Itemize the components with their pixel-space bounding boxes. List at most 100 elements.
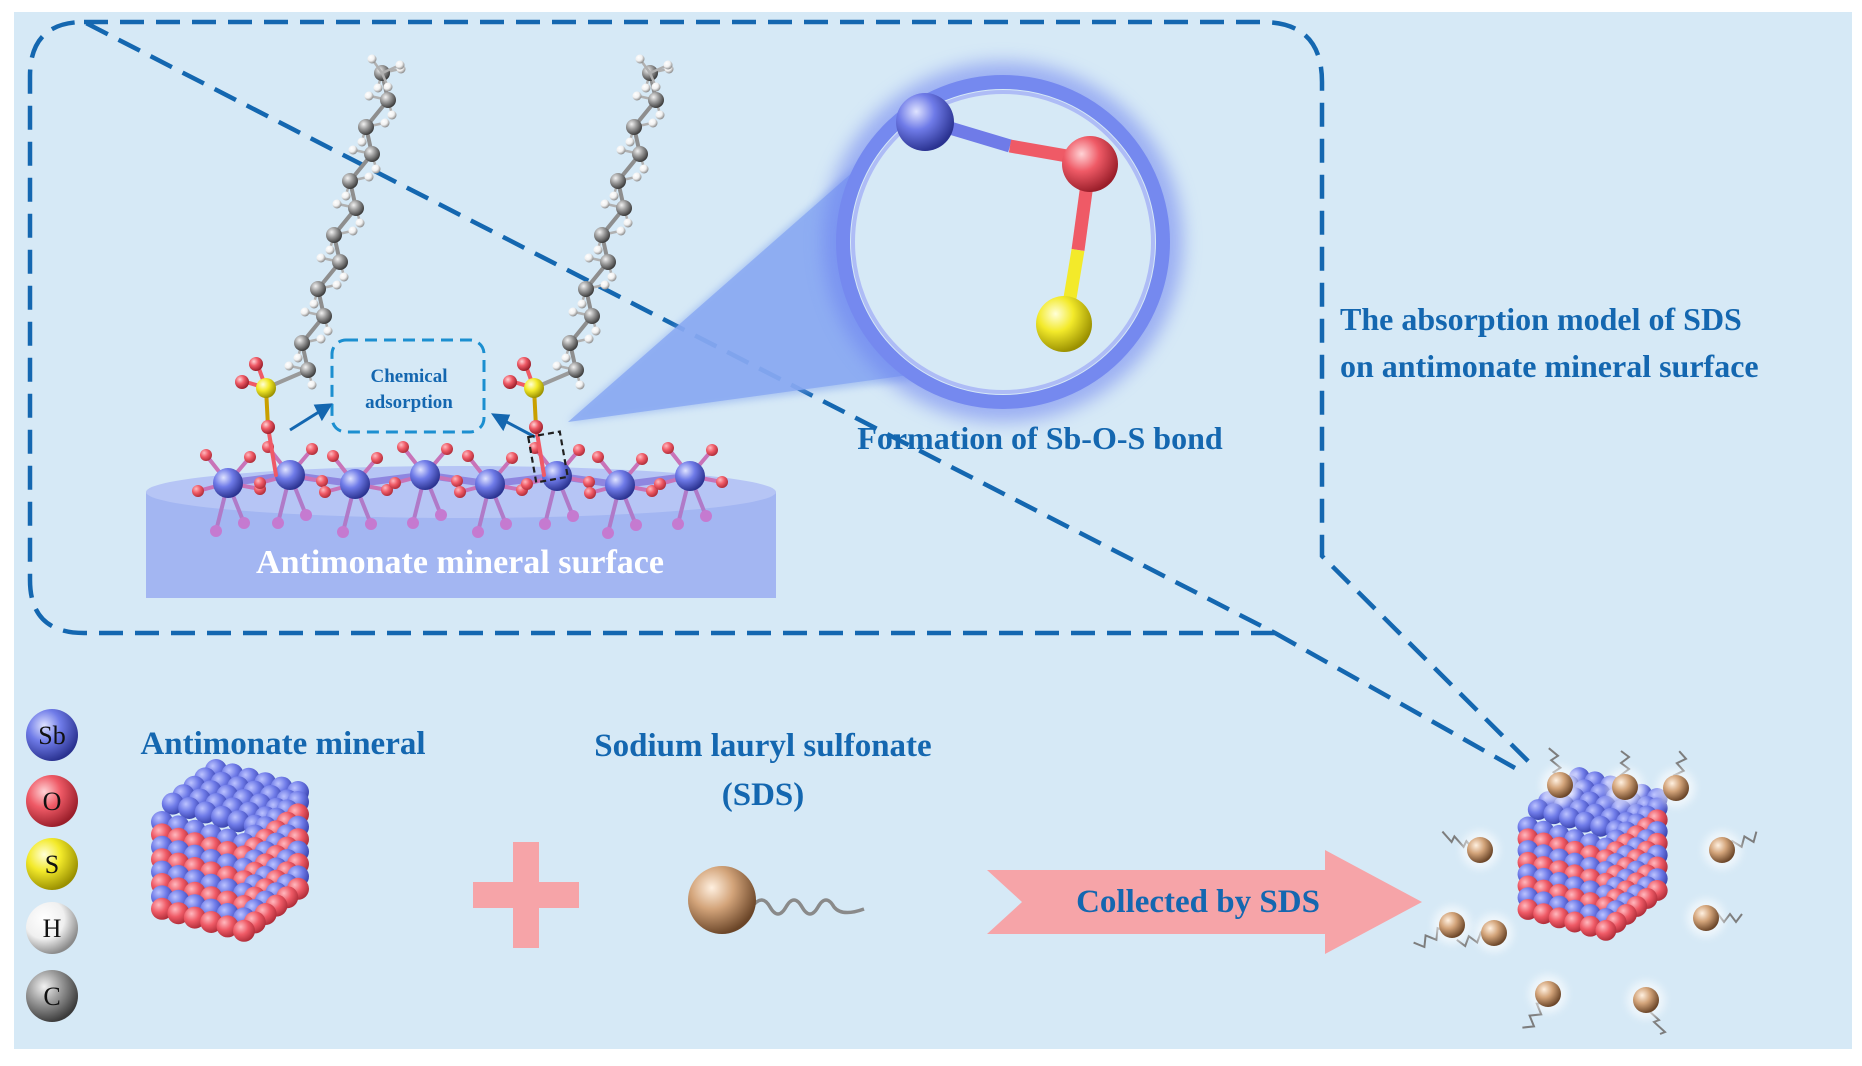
h-atom	[323, 326, 333, 336]
h-atom	[635, 54, 645, 64]
surface-o-atom	[506, 452, 518, 464]
c-atom	[316, 308, 332, 324]
head-s-atom	[524, 378, 544, 398]
zoom-sb-atom	[896, 93, 954, 151]
sds-molecule-left	[235, 54, 406, 477]
c-atom	[332, 254, 348, 270]
c-atom	[616, 200, 632, 216]
h-atom	[348, 226, 358, 236]
element-legend: SbO SHC	[26, 709, 78, 1022]
collector-head	[1693, 905, 1719, 931]
bond	[534, 425, 546, 477]
surface-o-atom	[521, 478, 533, 490]
surface-sb-atom	[275, 460, 305, 490]
bond-selection-box	[526, 430, 570, 484]
h-atom	[284, 361, 294, 371]
surface-o-atom	[441, 443, 453, 455]
surface-o-atom	[500, 518, 512, 530]
surface-o-atom	[646, 485, 658, 497]
h-atom	[600, 199, 610, 209]
h-atom	[600, 280, 610, 290]
collector-head	[1535, 981, 1561, 1007]
surface-o-atom	[700, 510, 712, 522]
legend-item-h: H	[26, 902, 78, 954]
h-atom	[355, 218, 365, 228]
reagent-label-line1: Sodium lauryl sulfonate	[594, 728, 931, 764]
sb-o-s-bond-zoom	[896, 93, 1118, 352]
h-atom	[387, 110, 397, 120]
h-atom	[616, 145, 626, 155]
c-atom	[300, 362, 316, 378]
h-atom	[609, 191, 619, 201]
surface-o-atom	[706, 444, 718, 456]
surface-o-atom	[327, 450, 339, 462]
h-atom	[663, 60, 673, 70]
collector-head	[1612, 774, 1638, 800]
antimonate-mineral-cube	[151, 759, 309, 942]
legend-item-c: C	[26, 970, 78, 1022]
h-atom	[584, 334, 594, 344]
h-atom	[373, 83, 383, 93]
c-atom	[594, 227, 610, 243]
chemical-adsorption-box	[330, 338, 486, 434]
legend-item-s: S	[26, 838, 78, 890]
legend-symbol-s: S	[45, 850, 59, 879]
legend-swatch-h	[26, 902, 78, 954]
legend-swatch-s	[26, 838, 78, 890]
h-atom	[639, 164, 649, 174]
c-atom	[578, 281, 594, 297]
collector-head	[1467, 837, 1493, 863]
arrow-label: Collected by SDS	[1076, 884, 1320, 920]
c-atom	[648, 92, 664, 108]
surface-o-atom	[573, 444, 585, 456]
surface-sb-atom	[605, 470, 635, 500]
legend-item-o: O	[26, 775, 78, 827]
surface-o-atom	[316, 475, 328, 487]
surface-o-atom	[636, 453, 648, 465]
h-atom	[383, 82, 393, 92]
sds-molecule-right	[503, 54, 674, 477]
legend-item-sb: Sb	[26, 709, 78, 761]
cube-o-atom	[1595, 919, 1617, 941]
chemical-adsorption-label-line2: adsorption	[365, 392, 453, 413]
h-atom	[364, 91, 374, 101]
h-atom	[332, 280, 342, 290]
h-atom	[568, 307, 578, 317]
surface-lattice	[192, 441, 728, 539]
bond	[266, 425, 278, 477]
surface-o-atom	[381, 484, 393, 496]
surface-o-atom	[539, 518, 551, 530]
plus-sign	[473, 842, 579, 948]
sds-symbol	[688, 866, 865, 934]
surface-o-atom	[397, 441, 409, 453]
head-s-atom	[256, 378, 276, 398]
surface-sb-atom	[675, 461, 705, 491]
c-atom	[562, 335, 578, 351]
h-atom	[357, 137, 367, 147]
surface-o-atom	[472, 526, 484, 538]
collector-head	[1439, 912, 1465, 938]
c-atom	[584, 308, 600, 324]
h-atom	[577, 299, 587, 309]
h-atom	[309, 299, 319, 309]
legend-symbol-o: O	[43, 787, 62, 816]
surface-o-atom	[272, 517, 284, 529]
legend-swatch-sb	[26, 709, 78, 761]
h-atom	[380, 118, 390, 128]
surface-o-atom	[319, 486, 331, 498]
h-atom	[364, 172, 374, 182]
bridge-o-atom	[529, 420, 543, 434]
bridge-o-atom	[261, 420, 275, 434]
h-atom	[616, 226, 626, 236]
c-atom	[568, 362, 584, 378]
surface-o-atom	[371, 452, 383, 464]
adsorption-arrows	[289, 403, 536, 439]
h-atom	[655, 110, 665, 120]
c-atom	[632, 146, 648, 162]
h-atom	[575, 380, 585, 390]
c-atom	[600, 254, 616, 270]
attached-sds-collectors	[1413, 747, 1758, 1035]
surface-o-atom	[662, 442, 674, 454]
surface-o-atom	[454, 486, 466, 498]
